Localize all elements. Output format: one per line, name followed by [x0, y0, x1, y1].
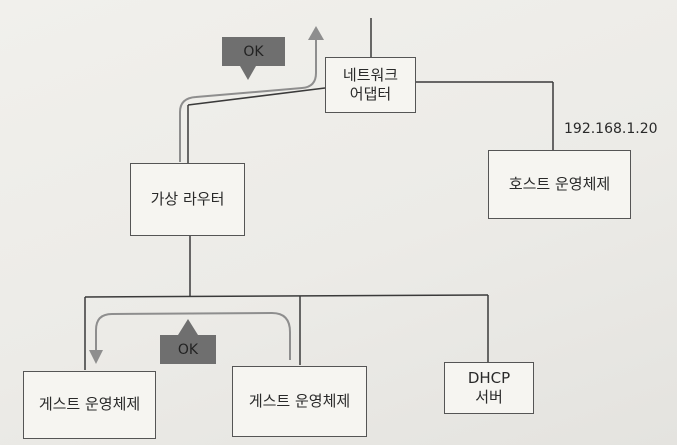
host-os-label: 호스트 운영체제: [508, 174, 611, 193]
guest-os-2-label: 게스트 운영체제: [248, 391, 351, 410]
ok-callout-bottom: [160, 319, 216, 364]
host-os-box: 호스트 운영체제: [488, 150, 631, 219]
ok-label-top: OK: [222, 37, 285, 66]
flow-arrow-outbound: [179, 38, 317, 162]
ok-label-bottom-text: OK: [177, 341, 199, 358]
flow-arrow-outbound-head: [308, 26, 324, 40]
host-ip-label: 192.168.1.20: [564, 121, 658, 137]
flow-arrow-internal: [95, 311, 291, 360]
virtual-router-box: 가상 라우터: [130, 163, 245, 236]
ok-callout-top: [222, 37, 285, 80]
ok-label-bottom: OK: [160, 335, 216, 364]
virtual-router-label: 가상 라우터: [150, 189, 225, 208]
dhcp-server-box: DHCP 서버: [444, 362, 534, 414]
network-adapter-box: 네트워크 어댑터: [325, 57, 416, 113]
internal-bus-line: [84, 294, 489, 298]
flow-arrow-internal-head: [89, 350, 103, 364]
adapter-to-router-line-top: [187, 87, 326, 106]
guest-os-1-label: 게스트 운영체제: [38, 395, 141, 414]
guest-os-1-box: 게스트 운영체제: [23, 371, 156, 439]
dhcp-server-label: DHCP 서버: [467, 368, 511, 407]
ok-label-top-text: OK: [243, 43, 264, 60]
host-ip-text: 192.168.1.20: [564, 121, 658, 137]
guest-os-2-box: 게스트 운영체제: [232, 366, 367, 437]
network-adapter-label: 네트워크 어댑터: [342, 65, 399, 104]
